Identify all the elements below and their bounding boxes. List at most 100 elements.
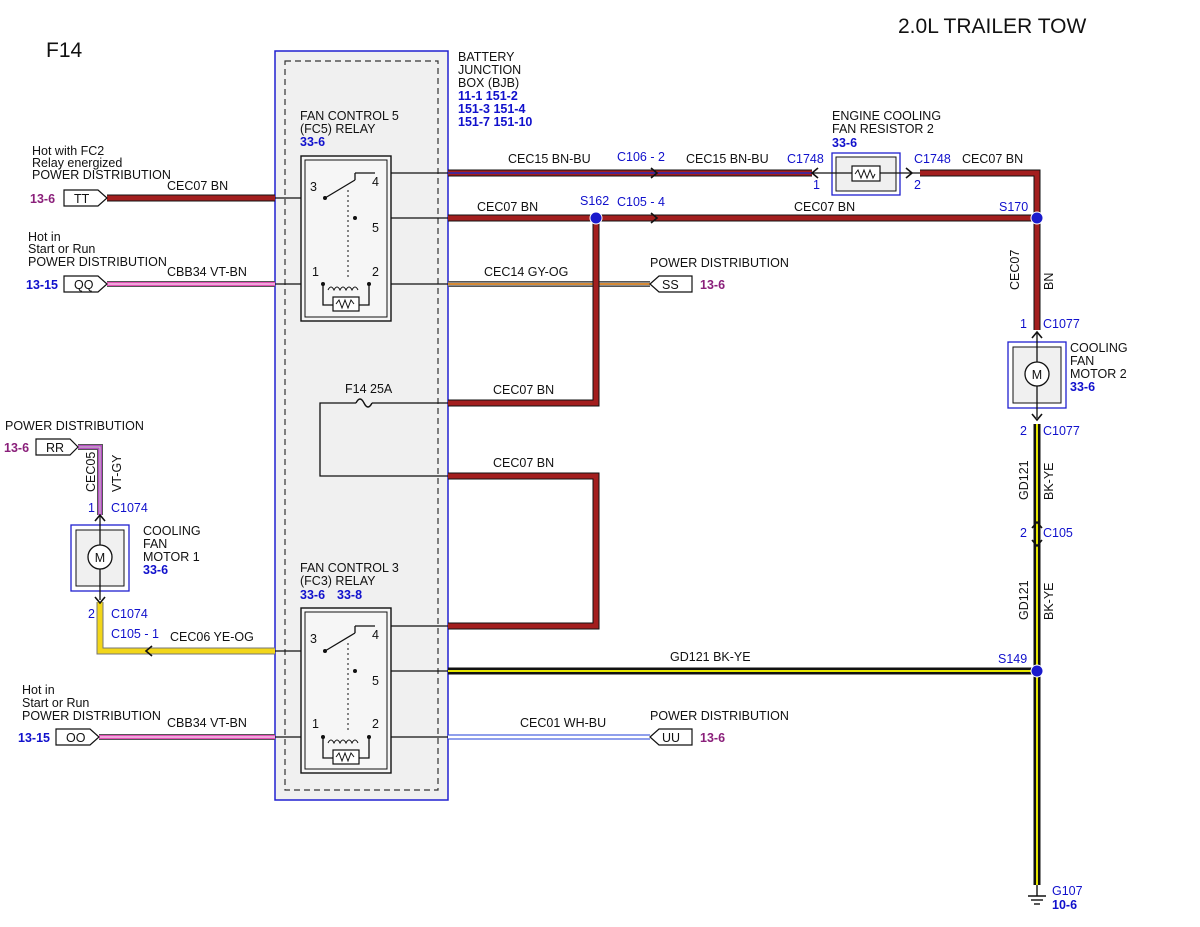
motor2-symbol: M — [1032, 368, 1042, 382]
c1074a-pin: 1 — [88, 501, 95, 515]
cooling-fan-motor-1 — [70, 515, 130, 600]
c1074-bottom-arrow — [94, 596, 106, 605]
splice-s170-label: S170 — [999, 200, 1028, 214]
diagram-title: 2.0L TRAILER TOW — [898, 15, 1086, 38]
tt-page-ref[interactable]: 13-6 — [30, 192, 55, 206]
fc5-name: FAN CONTROL 5 — [300, 109, 399, 123]
motor2-line3: MOTOR 2 — [1070, 367, 1127, 381]
page-id: F14 — [46, 39, 83, 62]
fc5-pin2: 2 — [372, 265, 379, 279]
wire-label-cec07-v2: BN — [1042, 273, 1056, 290]
qq-desc3: POWER DISTRIBUTION — [28, 255, 167, 269]
wire-label-uu: CEC01 WH-BU — [520, 716, 606, 730]
wire-label-tt: CEC07 BN — [167, 179, 228, 193]
fc3-pin5: 5 — [372, 674, 379, 688]
connector-c105-4: C105 - 4 — [617, 195, 665, 209]
wire-label-cec07-r1: CEC07 BN — [477, 200, 538, 214]
bjb-label: BATTERY JUNCTION BOX (BJB) — [458, 50, 525, 90]
ground-name: G107 — [1052, 884, 1083, 898]
wire-label-cec05a: CEC05 — [84, 452, 98, 492]
wire-label-oo: CBB34 VT-BN — [167, 716, 247, 730]
wire-label-cec15a: CEC15 BN-BU — [508, 152, 591, 166]
wire-label-cec07-top: CEC07 BN — [962, 152, 1023, 166]
c1748-pin2: 2 — [914, 178, 921, 192]
c105-pin: 2 — [1020, 526, 1027, 540]
connector-c1748-in: C1748 — [787, 152, 824, 166]
wire-cec07-resistor-out — [920, 169, 1041, 330]
fc3-pin2: 2 — [372, 717, 379, 731]
wire-label-gd121-h: GD121 BK-YE — [670, 650, 751, 664]
tt-desc1: Hot with FC2 — [32, 144, 104, 158]
connector-c1074-bottom: C1074 — [111, 607, 148, 621]
splice-s149-label: S149 — [998, 652, 1027, 666]
tt-desc3: POWER DISTRIBUTION — [32, 168, 171, 182]
fc3-pin3: 3 — [310, 632, 317, 646]
oo-desc3: POWER DISTRIBUTION — [22, 709, 161, 723]
engine-cooling-fan-resistor — [812, 152, 920, 196]
fc3-pin4: 4 — [372, 628, 379, 642]
wire-label-cec07-loop: CEC07 BN — [493, 456, 554, 470]
connector-c105-right: C105 — [1043, 526, 1073, 540]
fc5-ref: 33-6 — [300, 135, 325, 149]
bjb-refs-row1: 11-1 151-2 — [458, 89, 518, 103]
tt-desc2: Relay energized — [32, 156, 122, 170]
wire-cec05 — [78, 444, 103, 515]
ss-code: SS — [662, 278, 679, 292]
ss-desc1: POWER DISTRIBUTION — [650, 256, 789, 270]
c1074b-pin: 2 — [88, 607, 95, 621]
wire-label-gd121-v2a: GD121 — [1017, 580, 1031, 620]
motor2-ref[interactable]: 33-6 — [1070, 380, 1095, 394]
rr-code: RR — [46, 441, 64, 455]
qq-desc2: Start or Run — [28, 242, 95, 256]
oo-page-ref[interactable]: 13-15 — [18, 731, 50, 745]
bjb-refs-row2: 151-3 151-4 — [458, 102, 525, 116]
ground-g107 — [1028, 885, 1046, 905]
c105-arrow-down — [1031, 539, 1043, 548]
rr-page-ref[interactable]: 13-6 — [4, 441, 29, 455]
wire-label-cec07-v1: CEC07 — [1008, 250, 1022, 290]
connector-c105-1: C105 - 1 — [111, 627, 159, 641]
c1748-pin1: 1 — [813, 178, 820, 192]
c105-1-arrow — [144, 645, 153, 657]
splice-s162 — [589, 211, 603, 225]
resistor-line1: ENGINE COOLING — [832, 109, 941, 123]
connector-c106: C106 - 2 — [617, 150, 665, 164]
wire-label-cec05b: VT-GY — [110, 454, 124, 492]
wire-label-qq: CBB34 VT-BN — [167, 265, 247, 279]
fc3-pin1: 1 — [312, 717, 319, 731]
motor1-line3: MOTOR 1 — [143, 550, 200, 564]
fuse-symbol — [355, 398, 373, 408]
bjb-line2: JUNCTION — [458, 63, 521, 77]
connector-c1074-top: C1074 — [111, 501, 148, 515]
uu-page-ref[interactable]: 13-6 — [700, 731, 725, 745]
motor1-line2: FAN — [143, 537, 167, 551]
qq-connector-tag — [63, 275, 108, 293]
tt-connector-tag — [63, 189, 108, 207]
qq-page-ref[interactable]: 13-15 — [26, 278, 58, 292]
resistor-ref[interactable]: 33-6 — [832, 136, 857, 150]
wire-cec06 — [96, 602, 275, 655]
fc3-name: FAN CONTROL 3 — [300, 561, 399, 575]
c105-arrow-up — [1031, 520, 1043, 529]
ground-ref[interactable]: 10-6 — [1052, 898, 1077, 912]
c1077-bottom-arrow — [1031, 413, 1043, 422]
motor1-symbol: M — [95, 551, 105, 565]
fc5-pin1: 1 — [312, 265, 319, 279]
oo-desc1: Hot in — [22, 683, 55, 697]
relay-fc3 — [300, 607, 392, 774]
uu-desc1: POWER DISTRIBUTION — [650, 709, 789, 723]
splice-s162-label: S162 — [580, 194, 609, 208]
wire-label-gd121-v1b: BK-YE — [1042, 462, 1056, 500]
fc3-name2: (FC3) RELAY — [300, 574, 376, 588]
ss-page-ref[interactable]: 13-6 — [700, 278, 725, 292]
c1077a-pin: 1 — [1020, 317, 1027, 331]
relay-fc5 — [300, 155, 392, 322]
rr-connector-tag — [35, 438, 79, 456]
bjb-line1: BATTERY — [458, 50, 515, 64]
wire-label-ss: CEC14 GY-OG — [484, 265, 568, 279]
motor1-ref[interactable]: 33-6 — [143, 563, 168, 577]
wire-label-cec07-r2: CEC07 BN — [794, 200, 855, 214]
qq-desc1: Hot in — [28, 230, 61, 244]
cooling-fan-motor-2 — [1007, 332, 1067, 418]
